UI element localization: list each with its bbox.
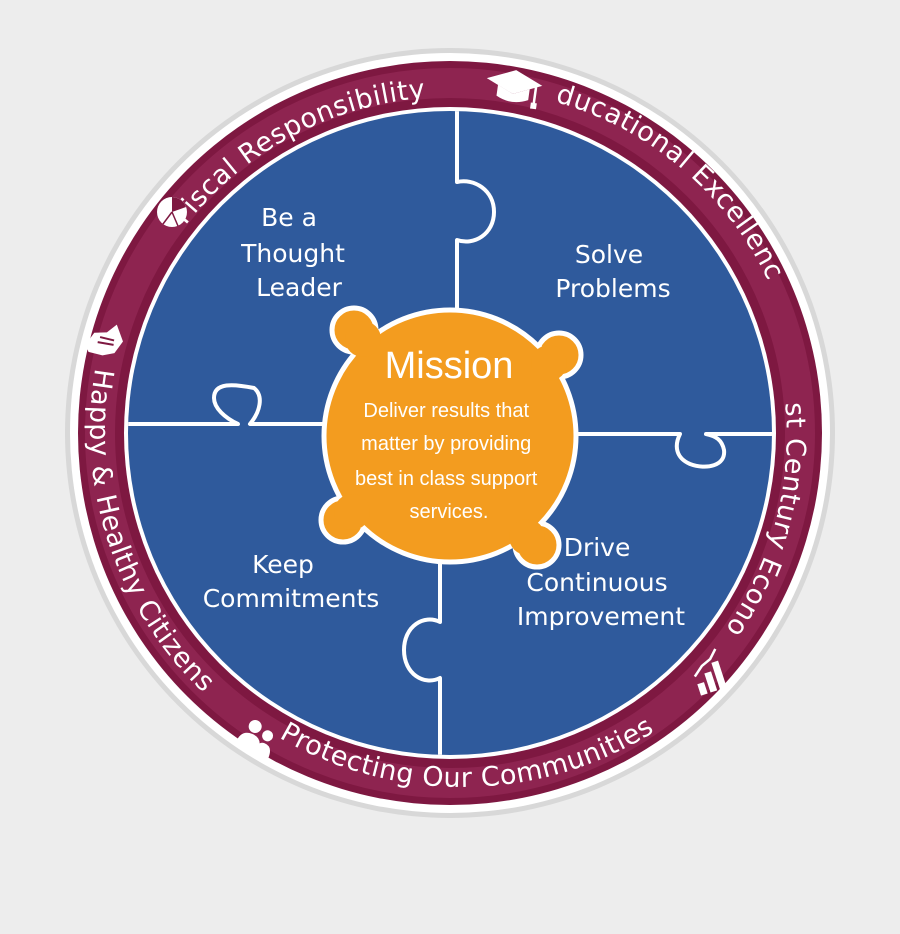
divider-right bbox=[558, 432, 772, 469]
mission-statement: Deliver results that matter by providing… bbox=[355, 400, 543, 523]
quadrant-label-bottom-right: Drive Continuous Improvement bbox=[517, 533, 685, 631]
center-mission-piece: Mission Deliver results that matter by p… bbox=[318, 305, 584, 570]
divider-left bbox=[128, 383, 342, 426]
bar-chart-icon bbox=[693, 648, 727, 696]
quadrant-label-top-left: Be a Thought Leader bbox=[240, 203, 353, 302]
pie-chart-icon bbox=[157, 197, 187, 227]
quadrant-labels: Be a Thought Leader Solve Problems Keep … bbox=[203, 203, 686, 631]
divider-bottom bbox=[402, 548, 442, 755]
handshake-icon bbox=[85, 324, 123, 356]
graduation-cap-icon bbox=[486, 70, 543, 110]
mission-title: Mission bbox=[385, 345, 514, 387]
quadrant-label-top-right: Solve Problems bbox=[555, 240, 670, 303]
people-icon bbox=[235, 719, 274, 758]
quadrant-label-bottom-left: Keep Commitments bbox=[203, 550, 380, 613]
divider-top bbox=[455, 111, 496, 322]
